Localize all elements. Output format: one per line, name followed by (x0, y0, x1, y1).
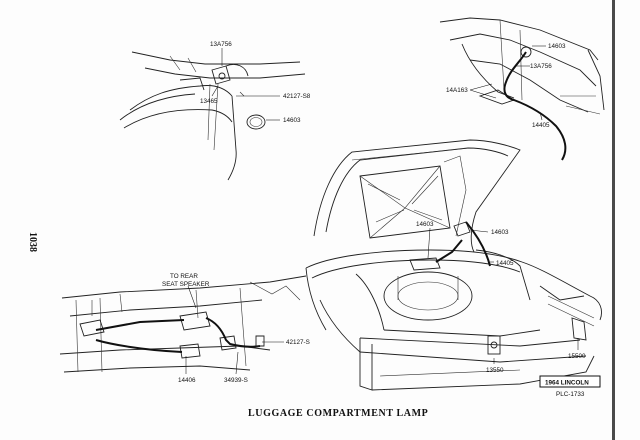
callout-42127-s8: 42127-S8 (283, 93, 311, 100)
detail-top-right: 14603 13A756 14A163 14405 (439, 17, 605, 161)
callout-14a163: 14A163 (446, 87, 468, 94)
callout-14603-lid: 14603 (416, 221, 434, 228)
page-number: 1038 (27, 232, 38, 252)
model-label-box: 1964 LINCOLN PLC-1733 (539, 375, 601, 398)
callout-34939-s: 34939-S (224, 377, 248, 384)
detail-top-left: 13A756 13465 42127-S8 14603 (119, 41, 311, 181)
detail-main-trunk: 14603 14603 14405 13550 15500 (305, 139, 602, 391)
callout-14405-main: 14405 (496, 260, 514, 267)
figure-title: LUGGAGE COMPARTMENT LAMP (248, 408, 428, 419)
model-year-label: 1964 LINCOLN (545, 380, 589, 387)
detail-bottom-left: TO REAR SEAT SPEAKER 42127-S 14406 34939… (59, 273, 310, 384)
plate-code: PLC-1733 (556, 391, 585, 398)
callout-14603-top: 14603 (548, 43, 566, 50)
callout-13550: 13550 (486, 367, 504, 374)
callout-13a756-top: 13A756 (530, 63, 552, 70)
callout-15500: 15500 (568, 353, 586, 360)
callout-14405-top: 14405 (532, 122, 550, 129)
note-to-rear: TO REAR (170, 273, 198, 280)
note-seat-speaker: SEAT SPEAKER (162, 281, 210, 288)
callout-13a756: 13A756 (210, 41, 232, 48)
page-edge (612, 0, 615, 440)
callout-14603-hinge: 14603 (491, 229, 509, 236)
callout-42127-s: 42127-S (286, 339, 310, 346)
callout-13465: 13465 (200, 98, 218, 105)
callout-14603: 14603 (283, 117, 301, 124)
callout-14406: 14406 (178, 377, 196, 384)
